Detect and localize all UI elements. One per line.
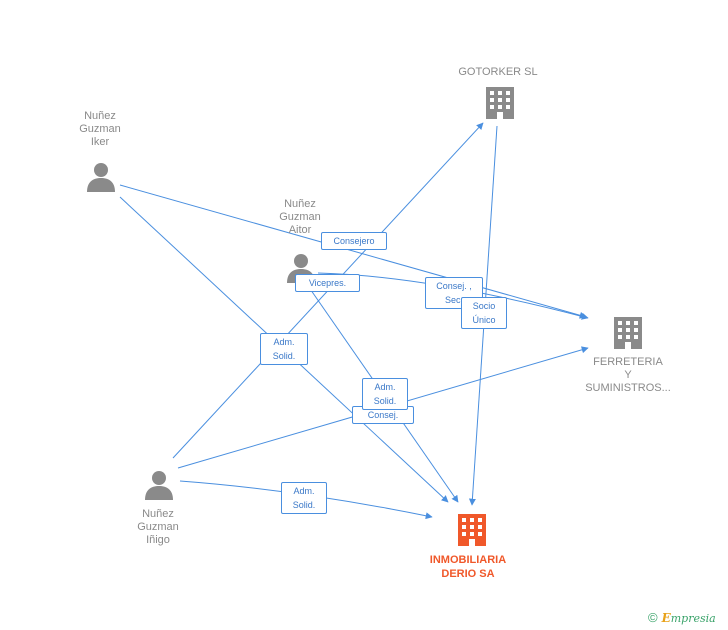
edge-iker-ferreteria [119,184,587,319]
brand-logo: ©Empresia [648,610,716,625]
building-icon[interactable] [612,315,644,351]
node-label-iker: Nuñez Guzman Iker [79,110,121,148]
node-label-ferreteria: FERRETERIA Y SUMINISTROS... [585,356,671,394]
edge-label-vicepres[interactable]: Vicepres. [295,274,360,292]
edge-label-adm-solid[interactable]: Adm. Solid. [362,378,408,410]
node-label-gotorker: GOTORKER SL [458,66,538,78]
building-icon[interactable] [456,512,488,548]
person-icon[interactable] [86,162,116,192]
edge-label-consejero[interactable]: Consejero [321,232,387,250]
node-label-inmobiliaria: INMOBILIARIA DERIO SA [429,554,507,580]
edge-label-adm-solid[interactable]: Adm. Solid. [260,333,308,365]
building-icon[interactable] [484,85,516,121]
copyright-icon: © [648,610,658,625]
edge-label-socio-unico[interactable]: Socio Único [461,297,507,329]
node-label-inigo: Nuñez Guzman Iñigo [137,508,179,546]
person-icon[interactable] [144,470,174,500]
node-label-aitor: Nuñez Guzman Aitor [279,198,321,236]
edge-label-adm-solid[interactable]: Adm. Solid. [281,482,327,514]
